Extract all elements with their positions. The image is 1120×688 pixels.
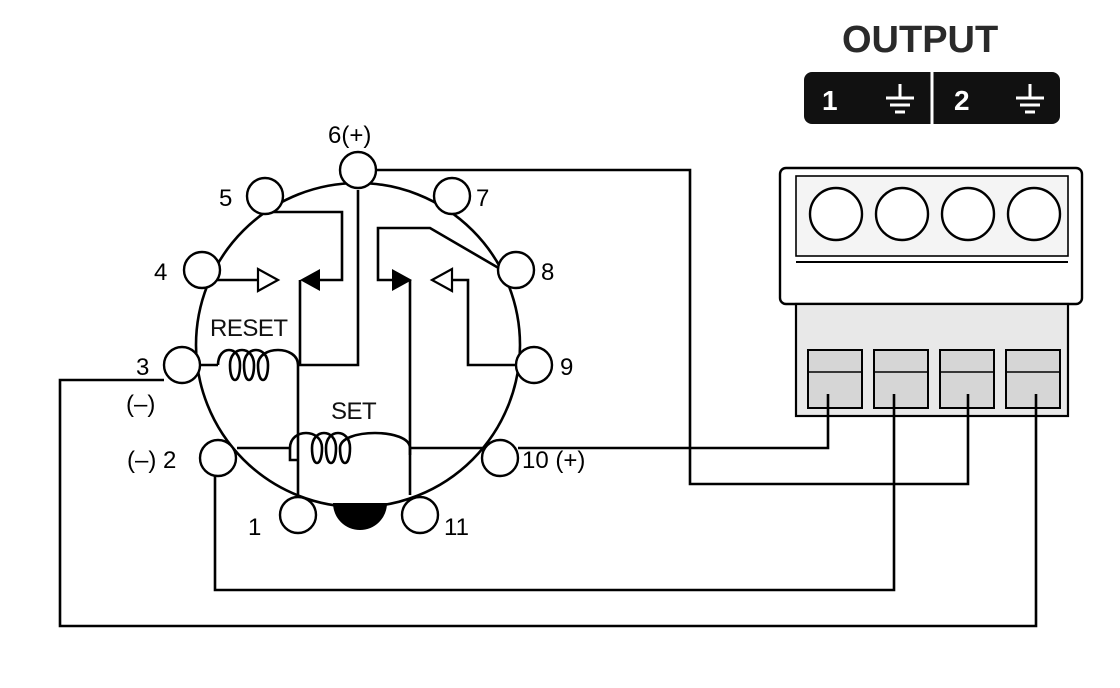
wire-slot-3 xyxy=(939,349,995,409)
contact-arrow-right-closed xyxy=(392,269,412,291)
wire-pin6-common xyxy=(298,190,360,367)
output-pin2-label: 2 xyxy=(954,85,970,116)
external-wiring xyxy=(58,168,1038,628)
pin-2 xyxy=(198,438,238,478)
pin-8 xyxy=(496,250,536,290)
pin-5 xyxy=(245,176,285,216)
pin-labels: 6(+) 5 7 4 8 3 (–) 9 (–) 2 10 (+) 1 11 R… xyxy=(126,122,585,541)
wire-pin2-to-output-ground1 xyxy=(213,394,896,592)
ground-icon xyxy=(1016,84,1044,114)
pin-11 xyxy=(400,495,440,535)
pin-10 xyxy=(480,438,520,478)
label-pin6: 6(+) xyxy=(328,122,371,149)
output-header: OUTPUT 1 2 xyxy=(804,19,1060,124)
wire-pin8-contact xyxy=(376,226,503,282)
label-pin3: 3 xyxy=(136,354,149,381)
wire-pin3-to-output-ground2 xyxy=(58,378,1038,628)
screw-terminal-3 xyxy=(940,186,996,242)
screw-terminal-4 xyxy=(1006,186,1062,242)
label-set-coil: SET xyxy=(331,398,377,425)
ground-icon xyxy=(886,84,914,114)
terminal-block xyxy=(778,166,1084,418)
wire-pin6-to-output2 xyxy=(376,168,970,486)
wire-pin5-contact xyxy=(270,210,344,282)
output-pin1-label: 1 xyxy=(822,85,838,116)
screw-terminal-1 xyxy=(808,186,864,242)
wire-set-left-drop xyxy=(288,448,298,462)
pin-3 xyxy=(162,345,202,385)
label-reset-coil: RESET xyxy=(210,315,288,342)
wire-slot-2 xyxy=(873,349,929,409)
label-pin7: 7 xyxy=(476,185,489,212)
label-pin2: (–) 2 xyxy=(127,447,176,474)
relay-pins xyxy=(162,150,554,535)
contact-arrow-left-open xyxy=(256,267,281,293)
label-pin1: 1 xyxy=(248,514,261,541)
pin-9 xyxy=(514,345,554,385)
label-pin4: 4 xyxy=(154,259,167,286)
wire-slot-1 xyxy=(807,349,863,409)
label-pin5: 5 xyxy=(219,185,232,212)
pin-6 xyxy=(338,150,378,190)
pin-1 xyxy=(278,495,318,535)
contact-arrow-right-open xyxy=(429,267,454,293)
label-pin3-polarity: (–) xyxy=(126,391,155,418)
keyway-notch xyxy=(333,503,387,530)
pin-4 xyxy=(182,250,222,290)
wire-pin10-to-output1 xyxy=(518,394,830,450)
set-coil xyxy=(288,431,412,465)
screw-terminal-2 xyxy=(874,186,930,242)
reset-coil xyxy=(216,348,300,382)
output-title: OUTPUT xyxy=(842,19,998,61)
internal-wiring xyxy=(200,190,522,495)
contact-arrow-left-closed xyxy=(300,269,320,291)
label-pin10: 10 (+) xyxy=(522,447,585,474)
pin-7 xyxy=(432,176,472,216)
wire-pin9-contact xyxy=(450,278,522,367)
label-pin11: 11 xyxy=(444,514,469,541)
wire-slot-4 xyxy=(1005,349,1061,409)
label-pin8: 8 xyxy=(541,259,554,286)
label-pin9: 9 xyxy=(560,354,573,381)
